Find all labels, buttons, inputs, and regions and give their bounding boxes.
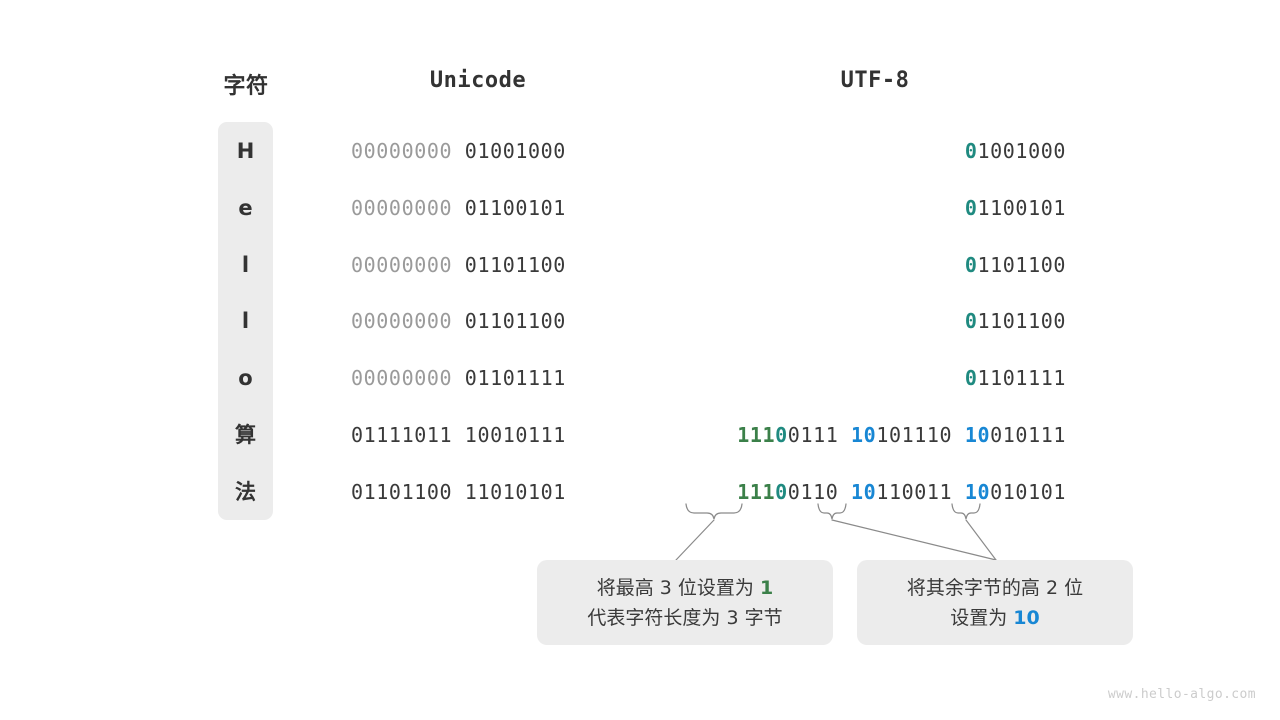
utf8-length-prefix: 111 (737, 480, 776, 504)
unicode-byte-gap (452, 139, 465, 163)
column-header-utf8: UTF-8 (840, 68, 910, 93)
unicode-byte-gap (452, 480, 465, 504)
annotation-2-line-2: 设置为 10 (950, 603, 1040, 633)
utf8-payload-bits: 110011 (876, 480, 953, 504)
annotation-2-line-1: 将其余字节的高 2 位 (906, 576, 1084, 599)
utf8-payload-bits: 1101100 (977, 253, 1066, 277)
column-header-character: 字符 (223, 74, 269, 99)
watermark: www.hello-algo.com (1107, 687, 1256, 702)
unicode-bits-cell: 00000000 01101100 (351, 311, 606, 331)
utf8-payload-bits: 1101100 (977, 309, 1066, 333)
utf8-bits-cell: 01101100 (965, 311, 1066, 331)
utf8-bits-cell: 01101111 (965, 368, 1066, 388)
character-cell: l (241, 309, 250, 333)
unicode-byte-gap (452, 366, 465, 390)
unicode-high-byte: 00000000 (351, 309, 453, 333)
utf8-byte-gap (952, 480, 965, 504)
utf8-payload-bits: 101110 (876, 423, 953, 447)
annotation-leading-bits: 将最高 3 位设置为 1 代表字符长度为 3 字节 (537, 560, 833, 645)
utf8-bits-cell: 11100110 10110011 10010101 (737, 482, 1066, 502)
utf8-prefix-terminator: 0 (964, 309, 978, 333)
unicode-bits-cell: 00000000 01100101 (351, 198, 606, 218)
unicode-byte-gap (452, 196, 465, 220)
unicode-bits-cell: 01111011 10010111 (351, 425, 606, 445)
unicode-high-byte: 01101100 (351, 480, 453, 504)
utf8-payload-bits: 010111 (990, 423, 1066, 447)
utf8-bits-cell: 01101100 (965, 255, 1066, 275)
utf8-payload-bits: 1100101 (977, 196, 1066, 220)
utf8-byte-gap (838, 423, 851, 447)
annotation-2-highlight: 10 (1013, 606, 1040, 629)
utf8-prefix-terminator: 0 (775, 423, 788, 447)
utf8-bits-cell: 11100111 10101110 10010111 (737, 425, 1066, 445)
unicode-high-byte: 00000000 (351, 366, 453, 390)
unicode-low-byte: 01101100 (464, 309, 566, 333)
character-cell: 法 (235, 480, 256, 504)
utf8-prefix-terminator: 0 (775, 480, 788, 504)
utf8-prefix-terminator: 0 (964, 139, 978, 163)
utf8-continuation-prefix: 10 (964, 423, 991, 447)
unicode-high-byte: 00000000 (351, 139, 453, 163)
utf8-payload-bits: 0111 (787, 423, 839, 447)
annotation-1-line-2: 代表字符长度为 3 字节 (587, 606, 783, 629)
annotation-continuation-bits: 将其余字节的高 2 位 设置为 10 (857, 560, 1133, 645)
utf8-byte-gap (952, 423, 965, 447)
utf8-byte-gap (838, 480, 851, 504)
unicode-high-byte: 01111011 (351, 423, 453, 447)
unicode-byte-gap (452, 309, 465, 333)
utf8-payload-bits: 1001000 (977, 139, 1066, 163)
unicode-low-byte: 01100101 (464, 196, 566, 220)
annotation-1-line-1: 将最高 3 位设置为 1 (597, 573, 773, 603)
annotation-1-highlight: 1 (759, 576, 774, 599)
unicode-byte-gap (452, 253, 465, 277)
utf8-prefix-terminator: 0 (964, 253, 978, 277)
character-cell: l (241, 253, 250, 277)
column-header-unicode: Unicode (429, 68, 527, 93)
character-cell: o (238, 366, 253, 390)
annotation-2-line-2-text: 设置为 (950, 606, 1014, 629)
utf8-continuation-prefix: 10 (964, 480, 991, 504)
annotation-1-line-1-text: 将最高 3 位设置为 (596, 576, 760, 599)
unicode-low-byte: 01001000 (464, 139, 566, 163)
utf8-prefix-terminator: 0 (964, 366, 978, 390)
utf8-continuation-prefix: 10 (851, 480, 877, 504)
unicode-bits-cell: 00000000 01101100 (351, 255, 606, 275)
utf8-payload-bits: 1101111 (977, 366, 1066, 390)
character-column-panel (218, 122, 273, 520)
unicode-bits-cell: 00000000 01101111 (351, 368, 606, 388)
utf8-continuation-prefix: 10 (851, 423, 877, 447)
character-cell: e (238, 196, 253, 220)
utf8-bits-cell: 01100101 (965, 198, 1066, 218)
utf8-payload-bits: 0110 (787, 480, 839, 504)
unicode-low-byte: 01101111 (464, 366, 566, 390)
utf8-payload-bits: 010101 (990, 480, 1066, 504)
utf8-bits-cell: 01001000 (965, 141, 1066, 161)
utf8-prefix-terminator: 0 (964, 196, 978, 220)
unicode-bits-cell: 01101100 11010101 (351, 482, 606, 502)
unicode-high-byte: 00000000 (351, 253, 453, 277)
unicode-low-byte: 11010101 (464, 480, 566, 504)
unicode-byte-gap (452, 423, 465, 447)
unicode-low-byte: 10010111 (464, 423, 566, 447)
utf8-length-prefix: 111 (737, 423, 776, 447)
unicode-low-byte: 01101100 (464, 253, 566, 277)
unicode-bits-cell: 00000000 01001000 (351, 141, 606, 161)
unicode-high-byte: 00000000 (351, 196, 453, 220)
character-cell: H (236, 139, 255, 163)
character-cell: 算 (235, 423, 256, 447)
